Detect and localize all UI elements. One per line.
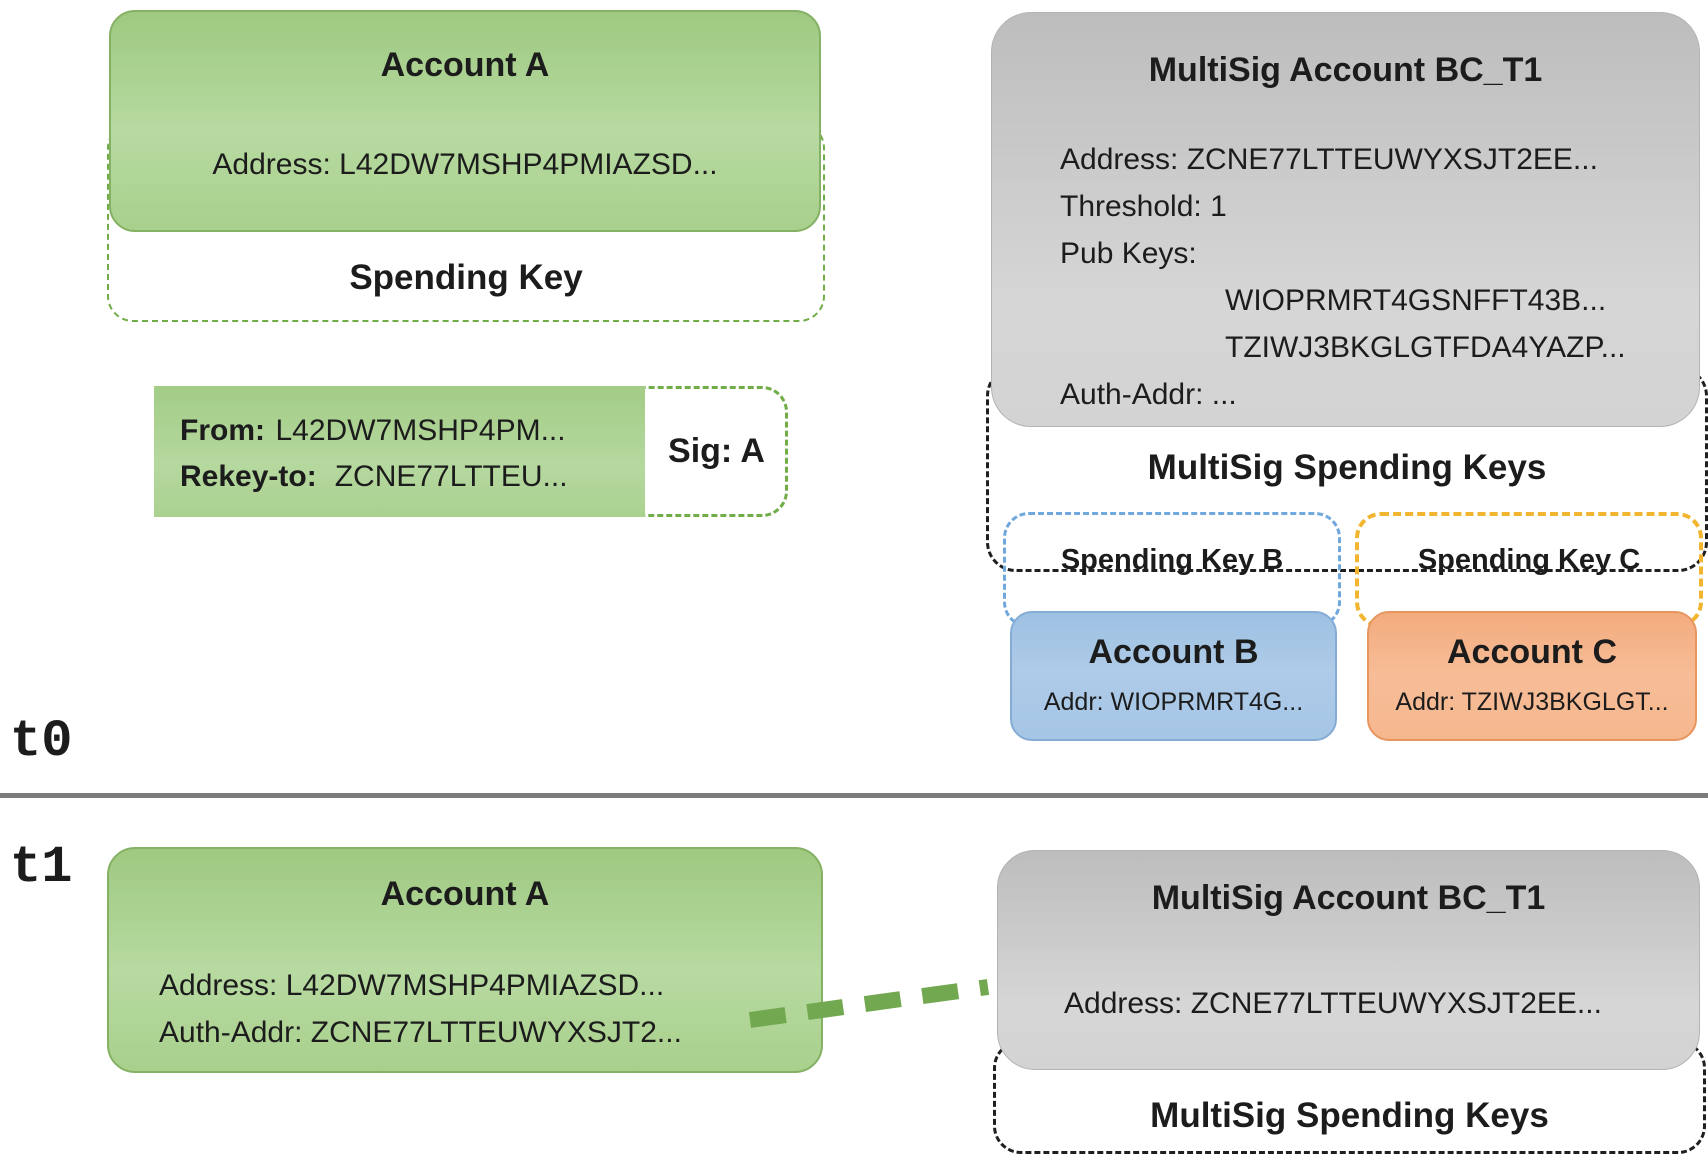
account-a-box-t1: Account A Address: L42DW7MSHP4PMIAZSD...… [107,847,823,1073]
multisig-address-t0: Address: ZCNE77LTTEUWYXSJT2EE... [1060,143,1598,176]
account-b-title: Account B [1088,633,1259,671]
rekey-to-value: ZCNE77LTTEU... [334,460,568,493]
multisig-spending-keys-label-t0: MultiSig Spending Keys [1147,448,1547,487]
account-c-box: Account C Addr: TZIWJ3BKGLGT... [1367,611,1697,741]
rekey-transaction-fields: From: L42DW7MSHP4PM... Rekey-to: ZCNE77LTT… [154,386,645,517]
timeline-label-t0: t0 [10,712,73,771]
from-value: L42DW7MSHP4PM... [275,414,566,447]
rekey-to-label: Rekey-to: [180,460,317,493]
multisig-address-t1: Address: ZCNE77LTTEUWYXSJT2EE... [1064,987,1602,1020]
account-a-address-t0: Address: L42DW7MSHP4PMIAZSD... [212,148,718,181]
account-b-address: Addr: WIOPRMRT4G... [1043,688,1304,716]
from-label: From: [180,414,265,447]
account-a-title-t0: Account A [380,46,550,84]
multisig-title-t1: MultiSig Account BC_T1 [1151,879,1546,917]
timeline-divider [0,793,1708,798]
multisig-title-t0: MultiSig Account BC_T1 [1148,51,1543,89]
multisig-threshold: Threshold: 1 [1060,190,1227,223]
account-b-box: Account B Addr: WIOPRMRT4G... [1010,611,1337,741]
multisig-pubkeys-label: Pub Keys: [1060,237,1197,270]
account-a-box-t0: Account A Address: L42DW7MSHP4PMIAZSD... [109,10,821,232]
multisig-pubkey-1: WIOPRMRT4GSNFFT43B... [1225,284,1607,317]
rekey-to-line: Rekey-to: ZCNE77LTTEU... [180,454,645,500]
rekey-transaction-box: From: L42DW7MSHP4PM... Rekey-to: ZCNE77LTT… [154,386,788,517]
account-a-auth-addr-t1: Auth-Addr: ZCNE77LTTEUWYXSJT2... [159,1016,682,1049]
multisig-account-box-t1: MultiSig Account BC_T1 Address: ZCNE77LT… [997,850,1700,1070]
multisig-auth-addr-t0: Auth-Addr: ... [1060,378,1237,411]
account-c-title: Account C [1447,633,1617,671]
account-c-address: Addr: TZIWJ3BKGLGT... [1395,688,1669,716]
signature-badge: Sig: A [668,432,765,470]
spending-key-c-label: Spending Key C [1417,544,1641,576]
spending-key-b-label: Spending Key B [1060,544,1284,576]
account-a-title-t1: Account A [380,875,550,913]
rekey-from-line: From: L42DW7MSHP4PM... [180,408,645,454]
account-a-address-t1: Address: L42DW7MSHP4PMIAZSD... [159,969,665,1002]
multisig-account-box-t0: MultiSig Account BC_T1 Address: ZCNE77LT… [991,12,1700,427]
multisig-spending-keys-label-t1: MultiSig Spending Keys [1150,1096,1549,1135]
multisig-pubkey-2: TZIWJ3BKGLGTFDA4YAZP... [1225,331,1626,364]
spending-key-a-label: Spending Key [349,258,583,297]
timeline-label-t1: t1 [10,838,73,897]
